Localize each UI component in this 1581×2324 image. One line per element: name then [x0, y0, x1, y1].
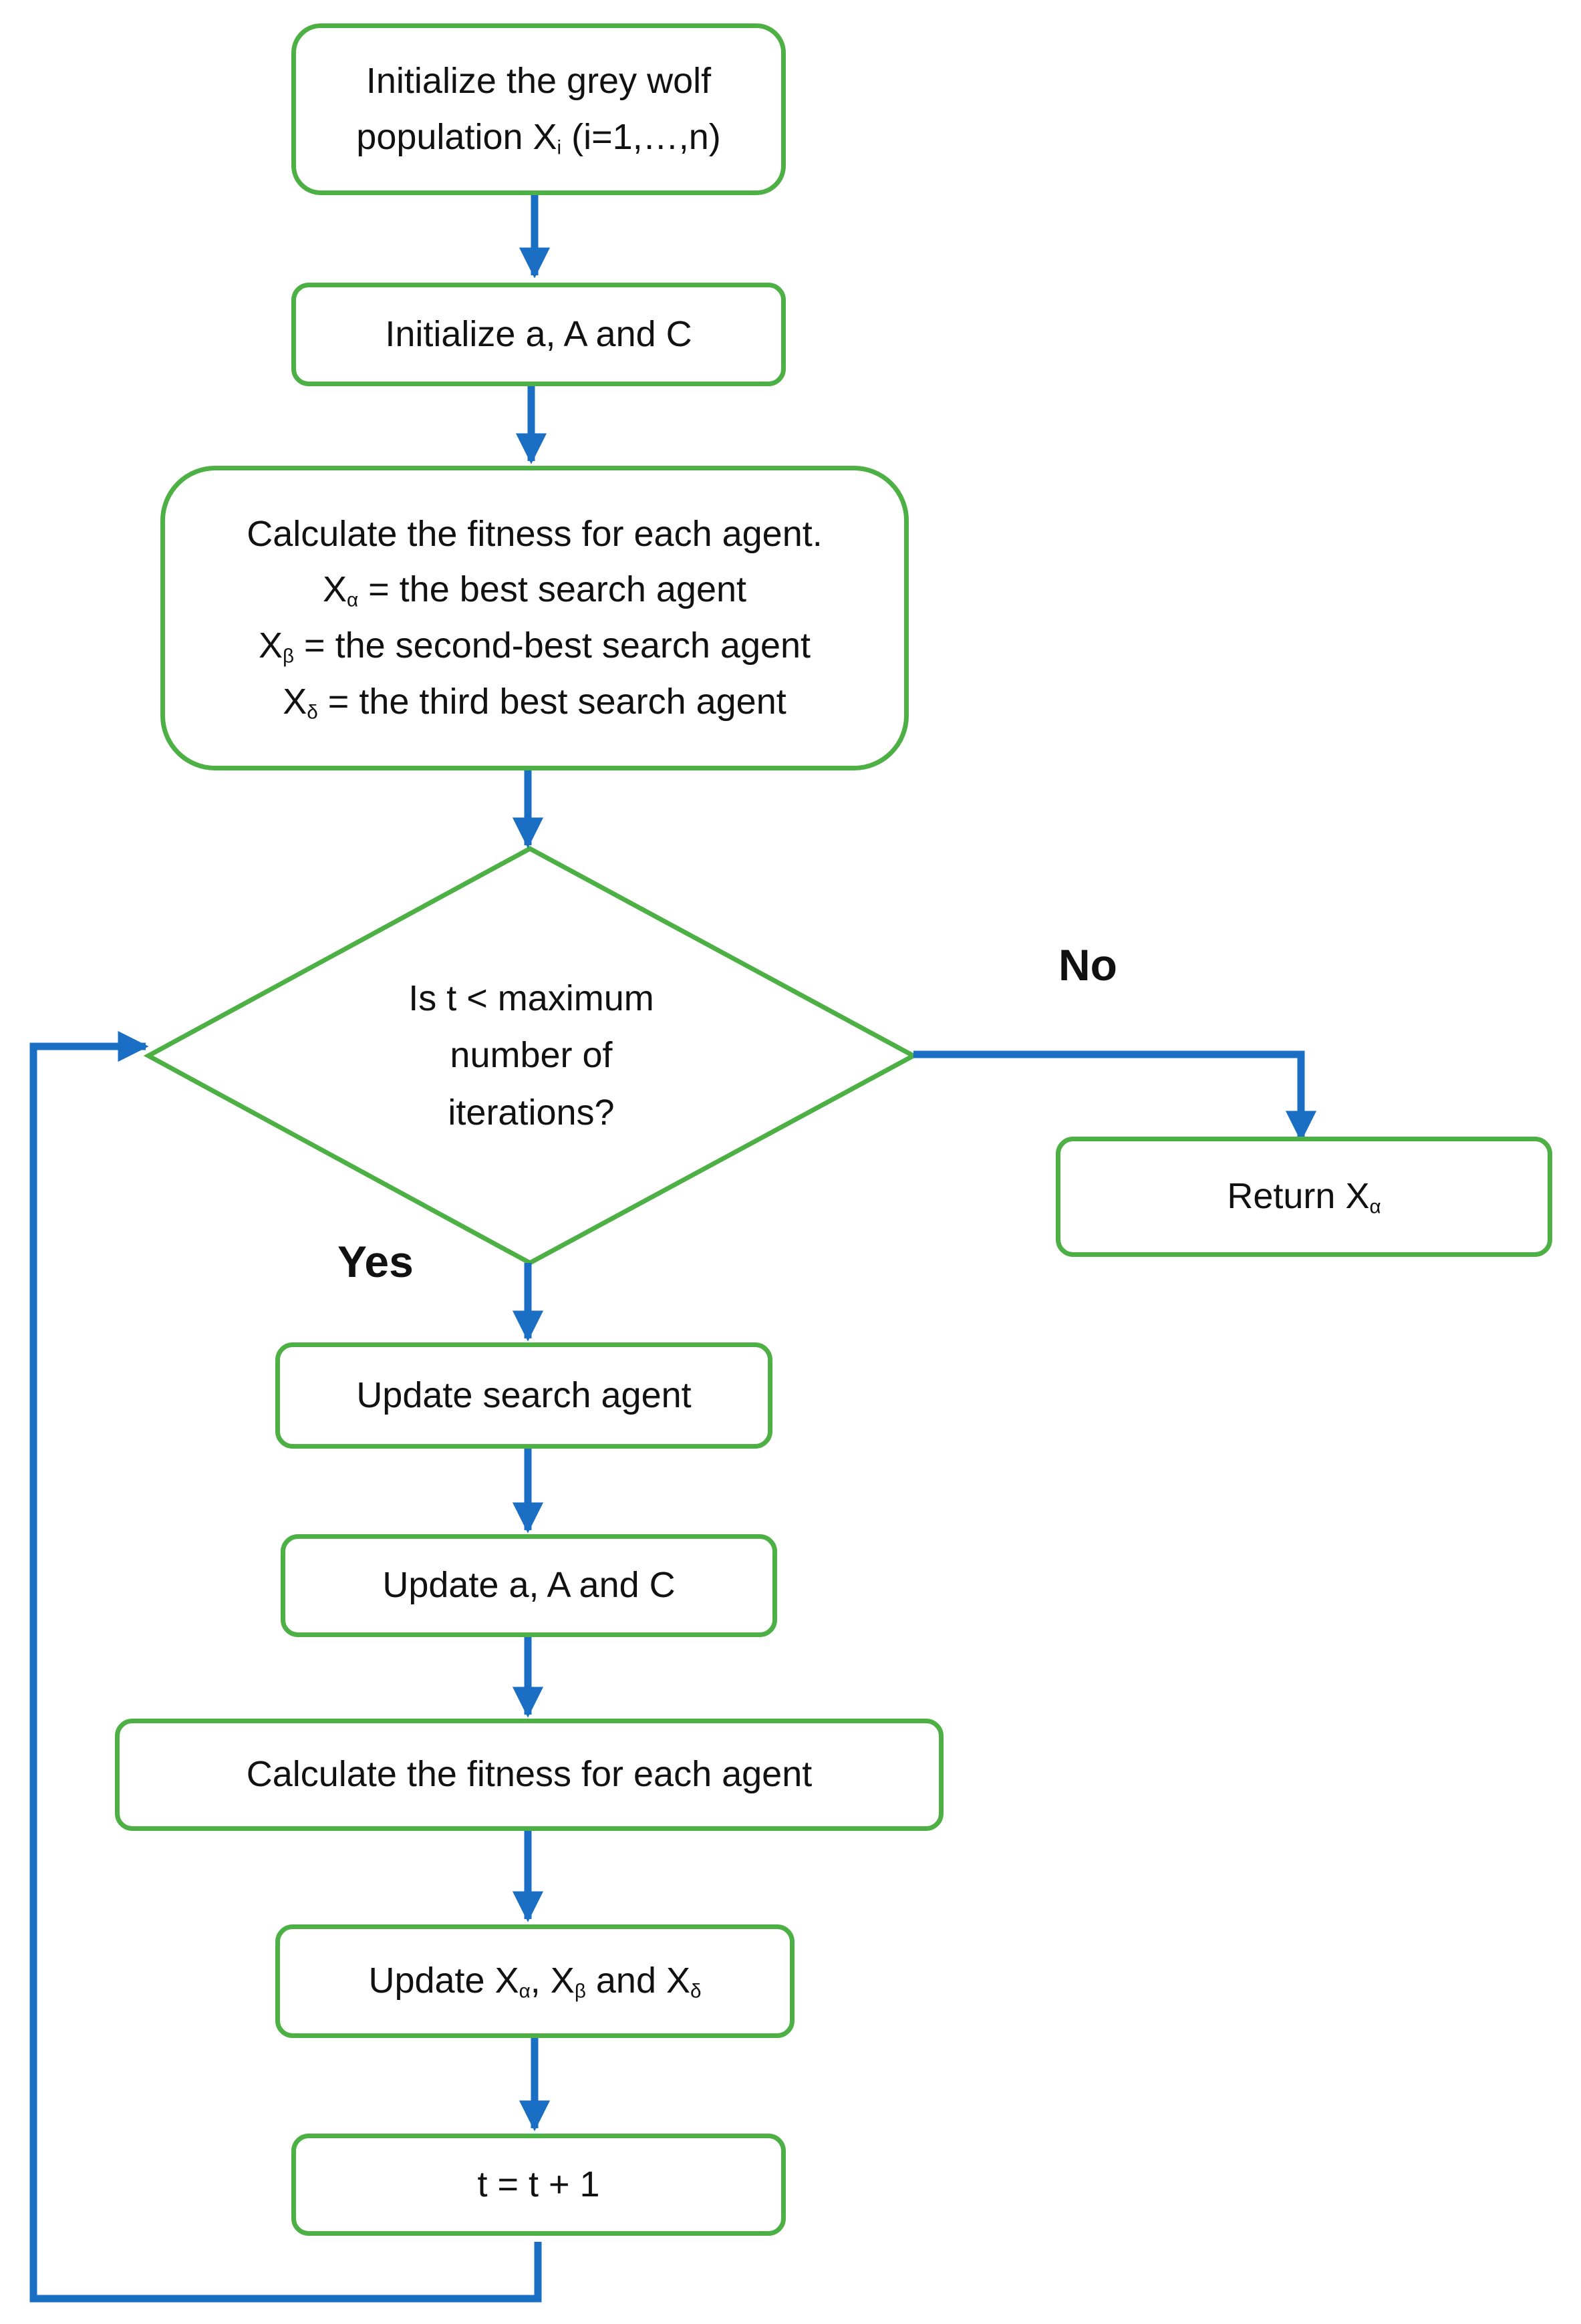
update-agent-box: Update search agent: [275, 1342, 772, 1449]
decision-line1: Is t < maximum: [408, 978, 654, 1019]
update-leaders-box: Update Xα, Xβ and Xδ: [275, 1924, 795, 2038]
third-best-agent-line: Xδ = the third best search agent: [283, 681, 786, 724]
decision-text: Is t < maximum number of iterations?: [314, 949, 748, 1163]
init-population-box: Initialize the grey wolf population Xi (…: [291, 23, 786, 195]
update-agent-text: Update search agent: [356, 1374, 692, 1415]
return-text: Return Xα: [1227, 1176, 1381, 1218]
second-best-agent-line: Xβ = the second-best search agent: [258, 625, 811, 668]
init-population-line1: Initialize the grey wolf: [366, 60, 712, 101]
yes-label: Yes: [337, 1237, 414, 1286]
loop-back-arrow: [29, 1030, 542, 2303]
calc-fitness-initial-line1: Calculate the fitness for each agent.: [247, 513, 823, 554]
calc-fitness-loop-text: Calculate the fitness for each agent: [246, 1754, 813, 1795]
increment-box: t = t + 1: [291, 2134, 786, 2236]
best-agent-line: Xα = the best search agent: [322, 569, 747, 611]
update-params-text: Update a, A and C: [382, 1565, 676, 1606]
calc-fitness-initial-box: Calculate the fitness for each agent. Xα…: [160, 466, 909, 770]
arrow-decision-to-return: [913, 1050, 1317, 1142]
init-population-line2: population Xi (i=1,…,n): [356, 116, 721, 158]
increment-text: t = t + 1: [477, 2164, 600, 2204]
decision-line2: number of: [450, 1035, 613, 1076]
no-label: No: [1058, 940, 1117, 990]
update-params-box: Update a, A and C: [281, 1534, 777, 1637]
init-params-text: Initialize a, A and C: [385, 313, 692, 354]
return-box: Return Xα: [1056, 1137, 1552, 1257]
init-params-box: Initialize a, A and C: [291, 283, 786, 386]
decision-line3: iterations?: [448, 1092, 615, 1133]
update-leaders-text: Update Xα, Xβ and Xδ: [368, 1960, 702, 2003]
calc-fitness-loop-box: Calculate the fitness for each agent: [115, 1719, 944, 1831]
